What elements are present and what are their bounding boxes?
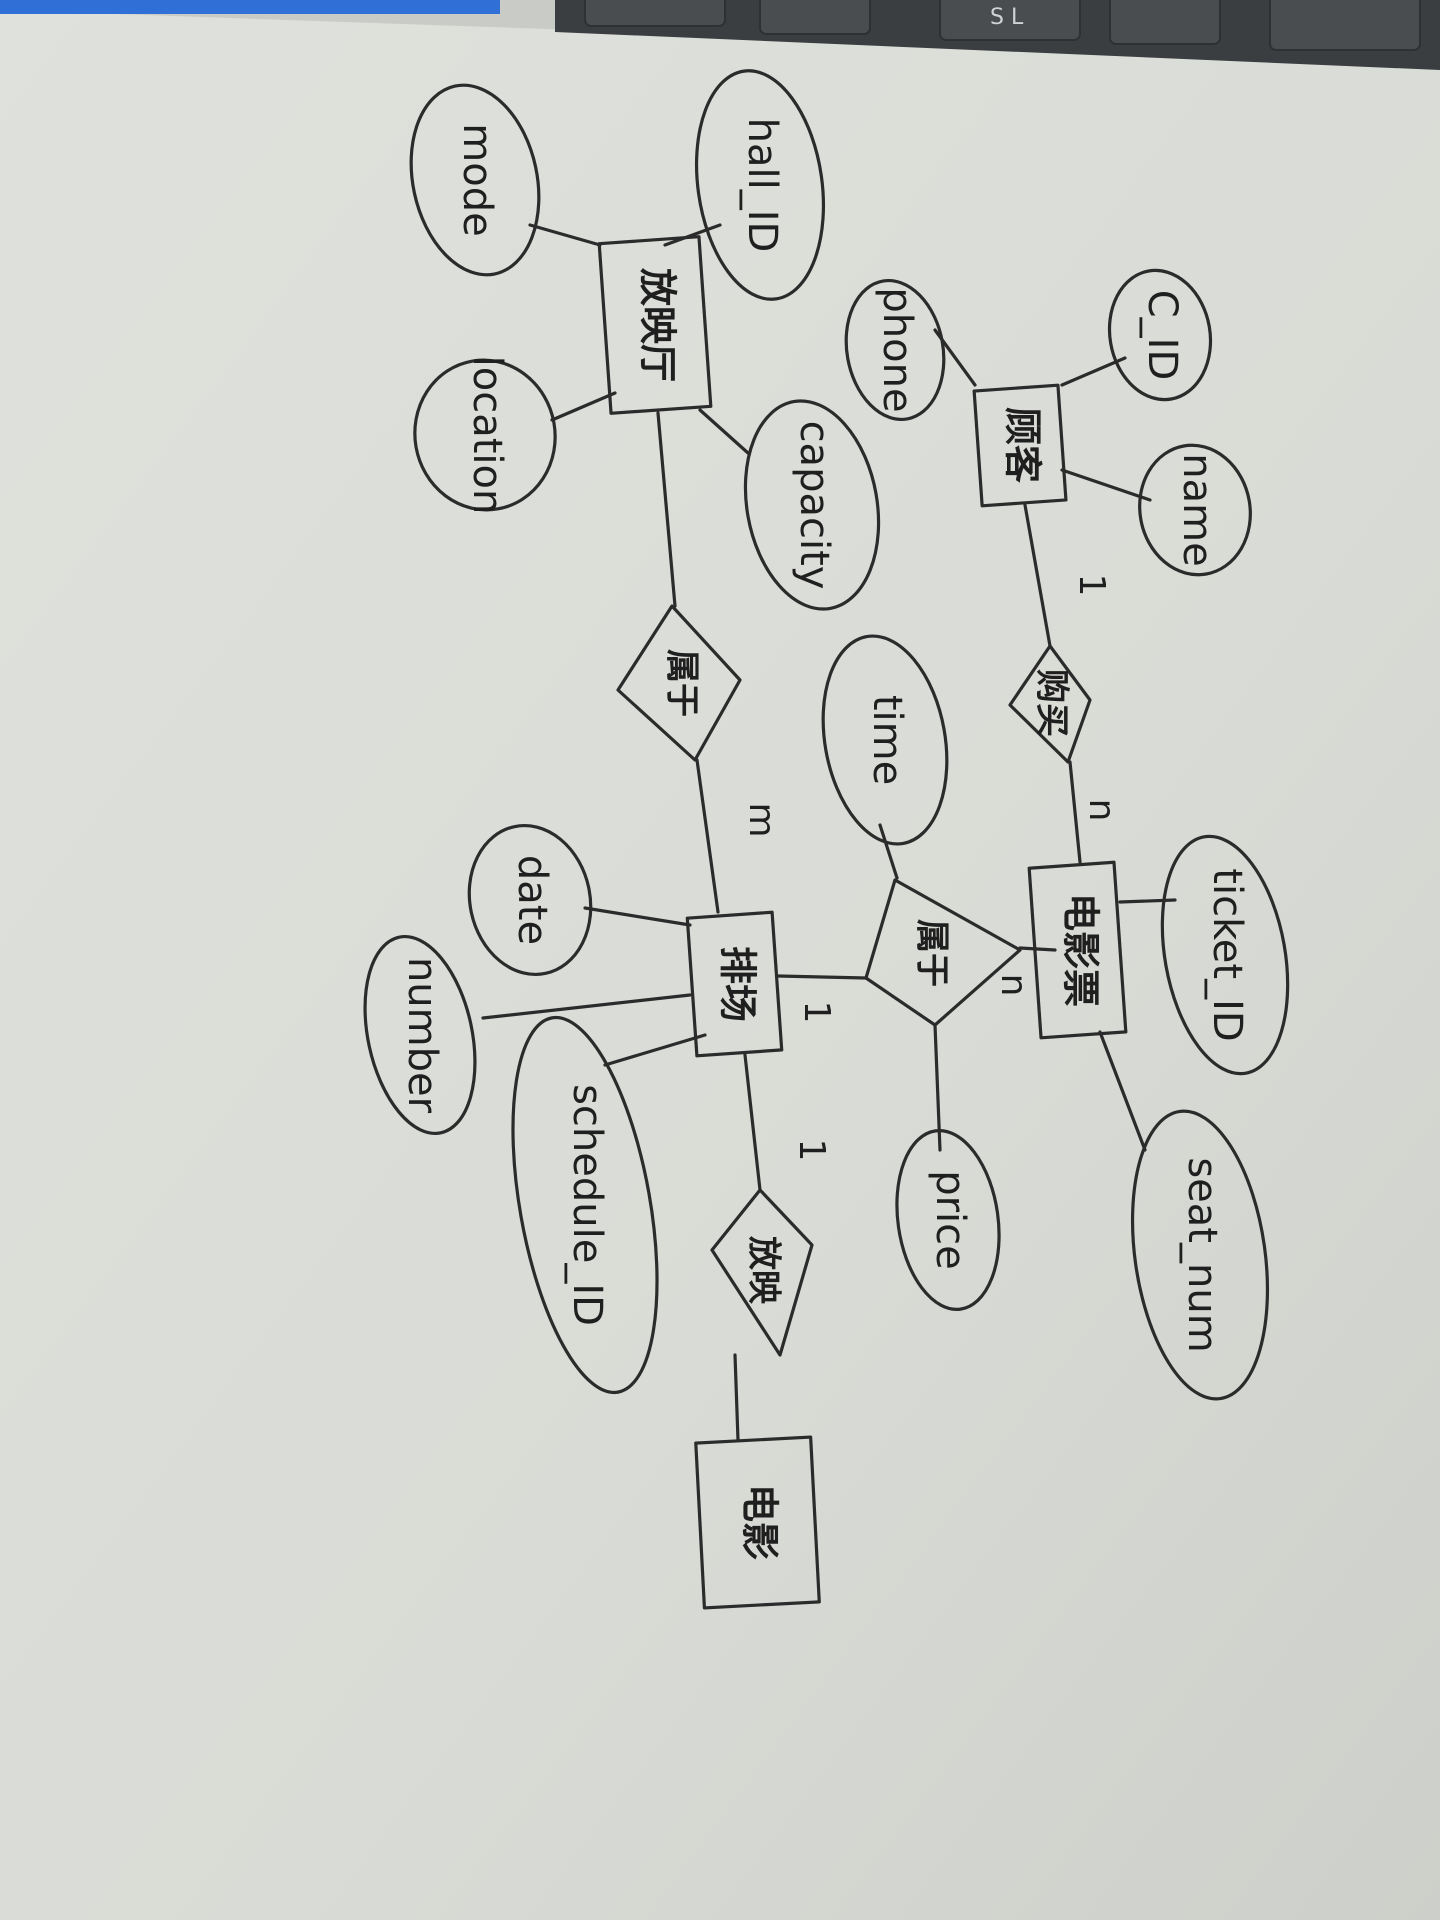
paper-sheet	[0, 10, 1440, 1920]
cardinality-labels: 1 n m n 1 1	[741, 574, 1122, 1162]
attribute-hall-id: hall_ID	[694, 69, 826, 301]
attribute-date: date	[467, 823, 593, 977]
attribute-capacity: capacity	[743, 399, 881, 611]
svg-text:name: name	[1174, 453, 1220, 566]
edge-screen-movie	[733, 1353, 740, 1442]
keyboard-key	[939, 0, 1081, 41]
keyboard-key	[1109, 0, 1221, 45]
cardinality-schedule-belongs: 1	[796, 1001, 837, 1024]
edge-buy-ticket	[1068, 760, 1082, 864]
attribute-time: time	[821, 634, 949, 846]
attribute-schedule-id: schedule_ID	[511, 1015, 659, 1395]
keyboard-key	[584, 0, 726, 27]
edge-schedule-scheduleid	[603, 1033, 707, 1067]
svg-text:hall_ID: hall_ID	[739, 118, 785, 253]
svg-text:电影: 电影	[738, 1484, 782, 1560]
svg-text:price: price	[927, 1170, 973, 1270]
relationship-belongs-schedule: 属于	[864, 878, 1022, 1027]
cardinality-buy-ticket: n	[1081, 799, 1122, 822]
svg-text:放映: 放映	[744, 1236, 784, 1304]
attribute-phone: phone	[844, 278, 946, 422]
attribute-price: price	[895, 1129, 1001, 1311]
keyboard-edge: S L	[0, 0, 1440, 70]
edge-customer-name	[1060, 468, 1152, 502]
svg-text:date: date	[509, 855, 555, 945]
svg-text:放映厅: 放映厅	[636, 268, 680, 382]
attribute-location: location	[413, 356, 557, 515]
cardinality-belongs-schedule: m	[741, 802, 782, 837]
svg-text:ticket_ID: ticket_ID	[1204, 868, 1250, 1041]
entity-schedule: 排场	[685, 910, 784, 1058]
cardinality-schedule-screen: 1	[791, 1139, 832, 1162]
attribute-number: number	[363, 934, 477, 1136]
relationship-belongs-hall: 属于	[616, 604, 742, 762]
edge-hall-hallid	[663, 223, 722, 247]
svg-text:time: time	[864, 695, 910, 785]
edge-hall-mode	[528, 223, 602, 247]
keyboard-key-label: S L	[990, 5, 1024, 30]
edge-belongs-time	[878, 823, 899, 880]
attribute-ticket-id: ticket_ID	[1160, 834, 1290, 1076]
edge-hall-location	[550, 391, 617, 422]
edge-schedule-number	[481, 993, 692, 1020]
edge-customer-buy	[1023, 503, 1052, 648]
edge-schedule-date	[583, 906, 692, 927]
edge-schedule-screen	[743, 1053, 762, 1192]
svg-text:属于: 属于	[662, 649, 702, 717]
edge-hall-belongs	[656, 411, 677, 608]
keyboard-key	[1269, 0, 1421, 51]
attribute-c-id: C_ID	[1107, 268, 1213, 402]
svg-text:seat_num: seat_num	[1179, 1157, 1225, 1352]
svg-text:购买: 购买	[1032, 669, 1072, 737]
relationship-screen: 放映	[710, 1188, 814, 1357]
edge-belongs-schedule-2	[776, 974, 868, 980]
edge-customer-cid	[1060, 356, 1127, 387]
entity-movie: 电影	[694, 1435, 821, 1610]
edge-ticket-ticketid	[1118, 898, 1177, 904]
svg-text:排场: 排场	[716, 946, 760, 1022]
attribute-name: name	[1138, 443, 1252, 577]
svg-text:顾客: 顾客	[1001, 407, 1045, 483]
entity-customer: 顾客	[972, 383, 1068, 508]
svg-text:location: location	[464, 356, 510, 515]
entity-cinema-hall: 放映厅	[597, 235, 713, 415]
svg-text:phone: phone	[874, 287, 920, 412]
edge-belongs-schedule	[695, 758, 720, 914]
entity-ticket: 电影票	[1027, 860, 1128, 1040]
svg-text:属于: 属于	[912, 919, 952, 987]
keyboard-key	[759, 0, 871, 35]
svg-text:number: number	[399, 957, 445, 1114]
edge-ticket-belongs	[1018, 946, 1057, 952]
svg-text:mode: mode	[454, 123, 500, 236]
screen-edge	[0, 0, 500, 14]
cardinality-ticket-belongs: n	[993, 974, 1034, 997]
attribute-mode: mode	[409, 83, 541, 277]
svg-text:电影票: 电影票	[1059, 893, 1103, 1007]
edge-ticket-seatnum	[1098, 1030, 1147, 1152]
svg-text:capacity: capacity	[791, 421, 837, 590]
svg-text:C_ID: C_ID	[1139, 290, 1185, 381]
relationship-buy: 购买	[1008, 644, 1092, 764]
svg-text:schedule_ID: schedule_ID	[564, 1084, 610, 1326]
attribute-seat-num: seat_num	[1130, 1109, 1270, 1401]
cardinality-customer-buy: 1	[1071, 574, 1112, 597]
edge-hall-capacity	[698, 408, 750, 455]
